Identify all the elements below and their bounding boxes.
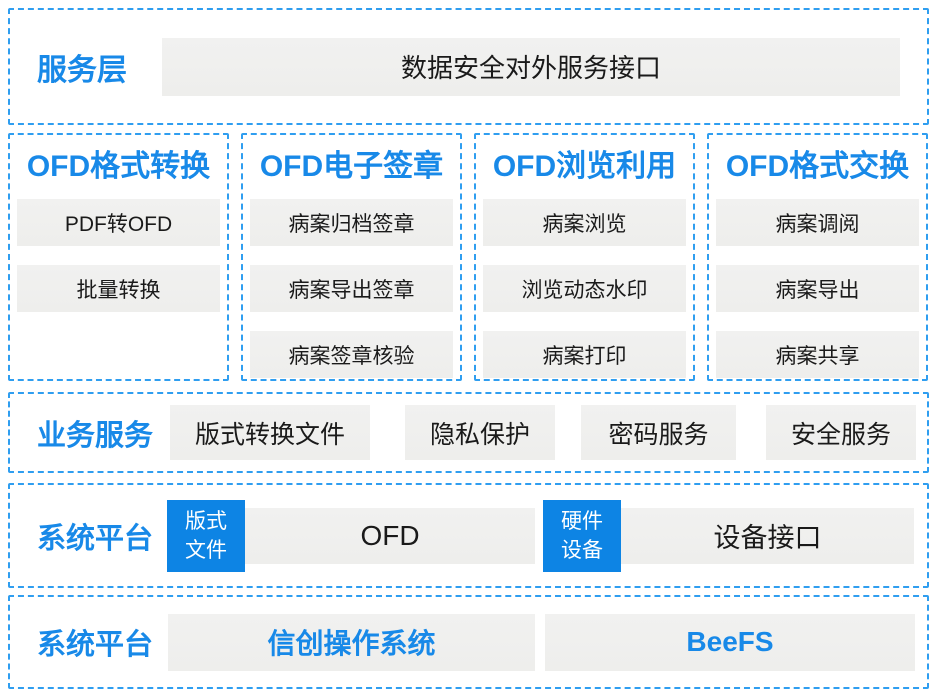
badge-line: 硬件 <box>561 509 603 533</box>
module-item: 病案归档签章 <box>250 199 453 246</box>
business-item-layout-conversion: 版式转换文件 <box>170 405 370 460</box>
badge-line: 文件 <box>185 538 227 562</box>
module-item: 病案导出 <box>716 265 919 312</box>
badge-line: 版式 <box>185 509 227 533</box>
module-item: 批量转换 <box>17 265 220 312</box>
module-item: PDF转OFD <box>17 199 220 246</box>
module-ofd-browse-use: OFD浏览利用 病案浏览 浏览动态水印 病案打印 <box>474 133 695 381</box>
service-layer-label: 服务层 <box>37 53 127 87</box>
business-item-security-service: 安全服务 <box>766 405 916 460</box>
layout-file-badge: 版式 文件 <box>167 499 245 572</box>
module-title: OFD格式交换 <box>725 150 910 183</box>
hardware-device-badge: 硬件 设备 <box>543 499 621 572</box>
device-interface-box: 设备接口 <box>621 507 914 564</box>
module-ofd-e-signature: OFD电子签章 病案归档签章 病案导出签章 病案签章核验 <box>241 133 462 381</box>
data-security-interface-box: 数据安全对外服务接口 <box>162 37 900 96</box>
module-title: OFD格式转换 <box>26 150 211 183</box>
module-item: 病案共享 <box>716 331 919 378</box>
system-platform-label: 系统平台 <box>37 522 154 555</box>
business-services-panel: 业务服务 版式转换文件 隐私保护 密码服务 安全服务 <box>8 392 929 473</box>
module-title: OFD浏览利用 <box>492 150 677 183</box>
module-title: OFD电子签章 <box>259 150 444 183</box>
badge-line: 设备 <box>561 538 603 562</box>
ofd-box: OFD <box>245 507 535 564</box>
system-platform-lower-panel: 系统平台 信创操作系统 BeeFS <box>8 595 929 689</box>
module-item: 病案签章核验 <box>250 331 453 378</box>
module-item: 病案打印 <box>483 331 686 378</box>
module-item: 病案导出签章 <box>250 265 453 312</box>
xinchuang-os-box: 信创操作系统 <box>168 613 535 671</box>
module-ofd-format-conversion: OFD格式转换 PDF转OFD 批量转换 <box>8 133 229 381</box>
system-platform-upper-panel: 系统平台 版式 文件 OFD 硬件 设备 设备接口 <box>8 483 929 588</box>
module-ofd-format-exchange: OFD格式交换 病案调阅 病案导出 病案共享 <box>707 133 928 381</box>
module-item: 病案浏览 <box>483 199 686 246</box>
system-platform-label: 系统平台 <box>37 629 154 661</box>
business-services-label: 业务服务 <box>37 419 154 452</box>
service-layer-panel: 服务层 数据安全对外服务接口 <box>8 8 929 125</box>
business-item-crypto-service: 密码服务 <box>581 405 736 460</box>
business-item-privacy-protection: 隐私保护 <box>405 405 555 460</box>
module-item: 病案调阅 <box>716 199 919 246</box>
module-item: 浏览动态水印 <box>483 265 686 312</box>
beefs-box: BeeFS <box>545 613 915 671</box>
